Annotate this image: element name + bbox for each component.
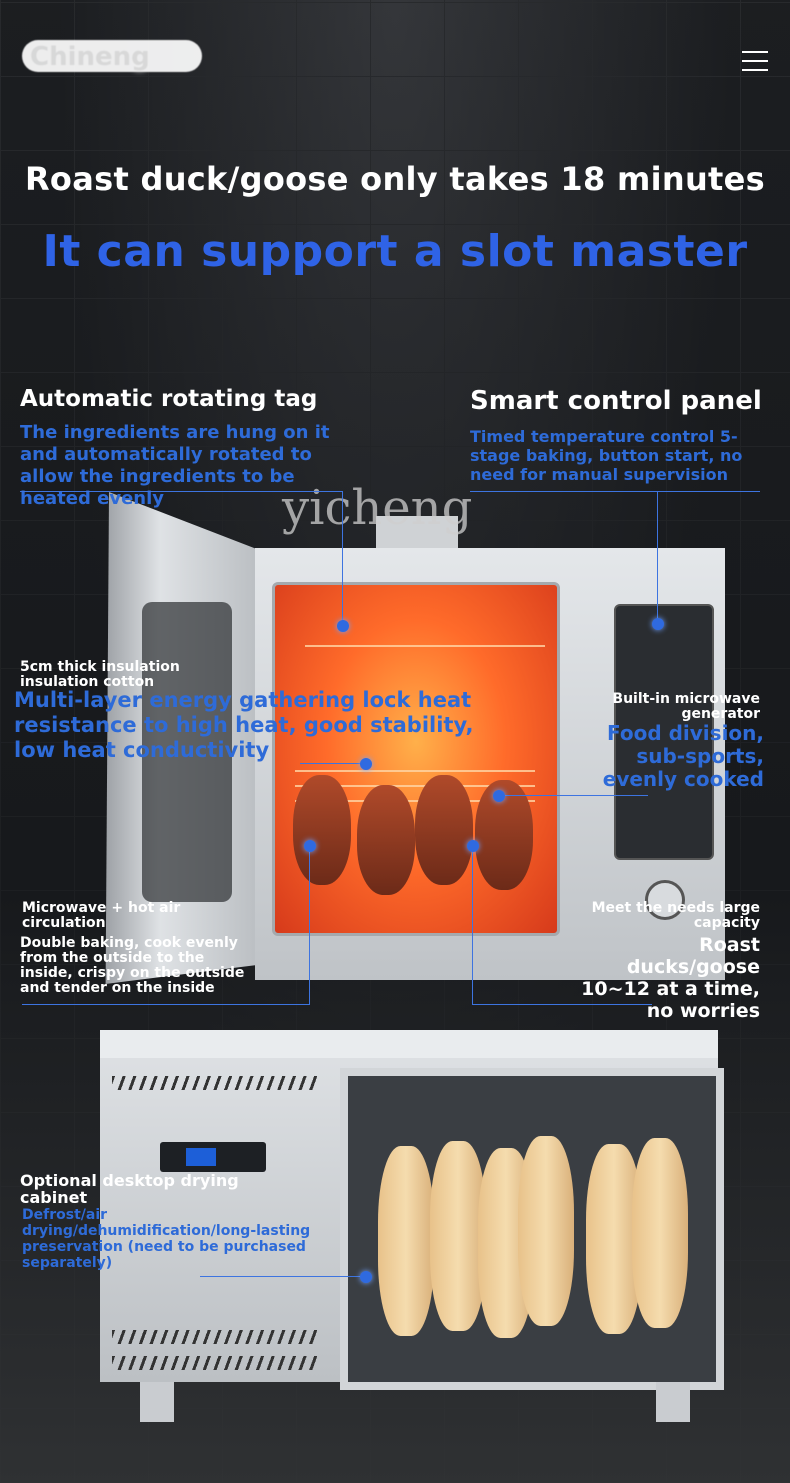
rack-bar [295,770,535,772]
callout-line [20,491,342,492]
feature-title-insulation: 5cm thick insulation insulation cotton [20,659,180,690]
hero-subtitle: It can support a slot master [42,226,748,277]
callout-dot [304,840,316,852]
callout-dot [467,840,479,852]
callout-line [22,1004,310,1005]
roast-duck [293,775,351,885]
callout-dot [652,618,664,630]
rotating-rack [305,645,545,647]
callout-dot [337,620,349,632]
callout-line [470,491,760,492]
callout-line [657,491,658,623]
raw-duck [430,1141,486,1331]
callout-line [300,763,366,764]
oven-cavity [272,582,560,936]
door-knob [645,880,685,920]
feature-title-drying: Optional desktop drying cabinet [20,1171,239,1207]
feature-desc-capacity: Roast ducks/goose 10~12 at a time, no wo… [581,934,760,1022]
feature-desc-insulation: Multi-layer energy gathering lock heat r… [14,688,474,762]
raw-duck [378,1146,434,1336]
oven-handle [376,516,458,550]
feature-desc-control-panel: Timed temperature control 5-stage baking… [470,427,743,484]
hero-title: Roast duck/goose only takes 18 minutes [24,160,766,198]
vent-grille [112,1330,317,1344]
callout-line [472,845,473,1004]
callout-line [472,1004,652,1005]
feature-title-capacity: Meet the needs large capacity [591,900,760,931]
vent-grille [112,1076,317,1090]
callout-dot [360,758,372,770]
control-panel [614,604,714,860]
temperature-display [160,1142,266,1172]
rack-bar [295,785,535,787]
oven-door [105,492,262,984]
watermark: yicheng [282,480,473,536]
feature-title-hot-air: Microwave + hot air circulation [22,900,181,931]
feature-desc-microwave: Food division, sub-sports, evenly cooked [602,721,764,791]
callout-line [309,845,310,1004]
brand-logo[interactable]: Chineng [22,40,202,72]
glass-door [340,1068,724,1390]
raw-duck [632,1138,688,1328]
hamburger-menu-icon[interactable] [742,51,768,73]
callout-line [498,795,648,796]
callout-line [200,1276,366,1277]
feature-desc-hot-air: Double baking, cook evenly from the outs… [20,935,245,996]
callout-line [342,491,343,625]
feature-title-rotating-tag: Automatic rotating tag [20,386,318,412]
cabinet-foot [656,1382,690,1422]
feature-title-microwave: Built-in microwave generator [612,691,760,722]
cabinet-top [100,1030,718,1058]
callout-dot [493,790,505,802]
feature-desc-drying: Defrost/air drying/dehumidification/long… [22,1207,311,1271]
raw-duck [518,1136,574,1326]
callout-dot [360,1271,372,1283]
roast-duck [415,775,473,885]
vent-grille [112,1356,317,1370]
cabinet-foot [140,1382,174,1422]
brand-name: Chineng [30,42,150,72]
rack-bar [295,800,535,802]
roast-duck [357,785,415,895]
feature-desc-rotating-tag: The ingredients are hung on it and autom… [20,422,330,509]
feature-title-control-panel: Smart control panel [470,386,762,416]
